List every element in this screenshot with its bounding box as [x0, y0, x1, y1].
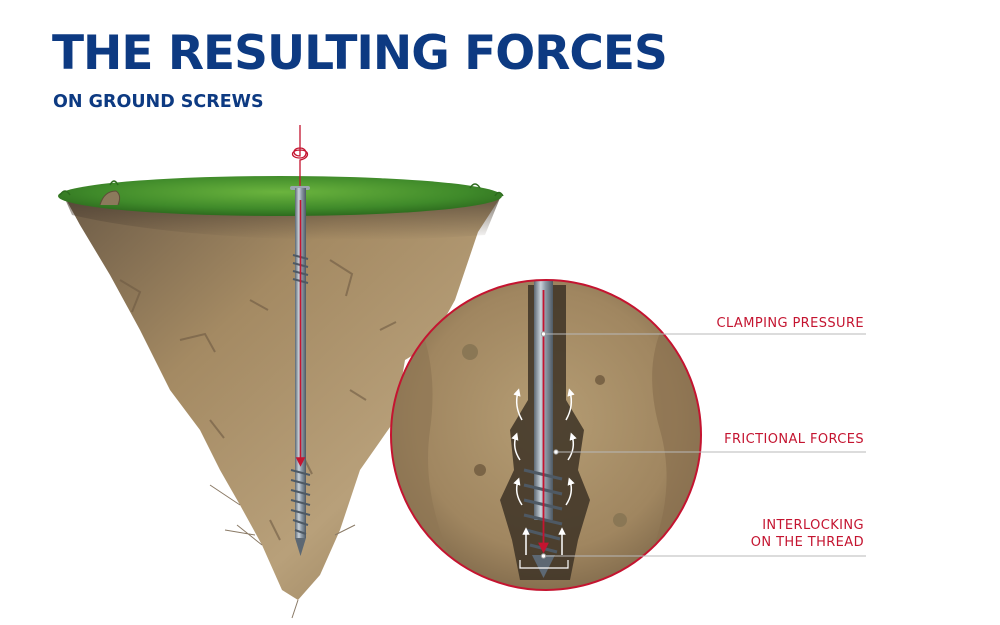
diagram-title: THE RESULTING FORCES — [52, 26, 668, 81]
callout-clamping-pressure: CLAMPING PRESSURE — [717, 315, 864, 332]
ground-screw-left — [290, 125, 311, 556]
callout-interlocking-line1: INTERLOCKING — [762, 518, 864, 533]
grass-surface — [58, 176, 504, 216]
leader-lines — [540, 331, 866, 559]
callout-frictional-forces: FRICTIONAL FORCES — [724, 431, 864, 448]
callout-frictional-text: FRICTIONAL FORCES — [724, 432, 864, 447]
callout-interlocking-thread: INTERLOCKING ON THE THREAD — [751, 517, 864, 551]
diagram-subtitle: ON GROUND SCREWS — [53, 92, 264, 112]
callout-interlocking-line2: ON THE THREAD — [750, 535, 864, 550]
callout-clamping-text: CLAMPING PRESSURE — [716, 316, 864, 331]
